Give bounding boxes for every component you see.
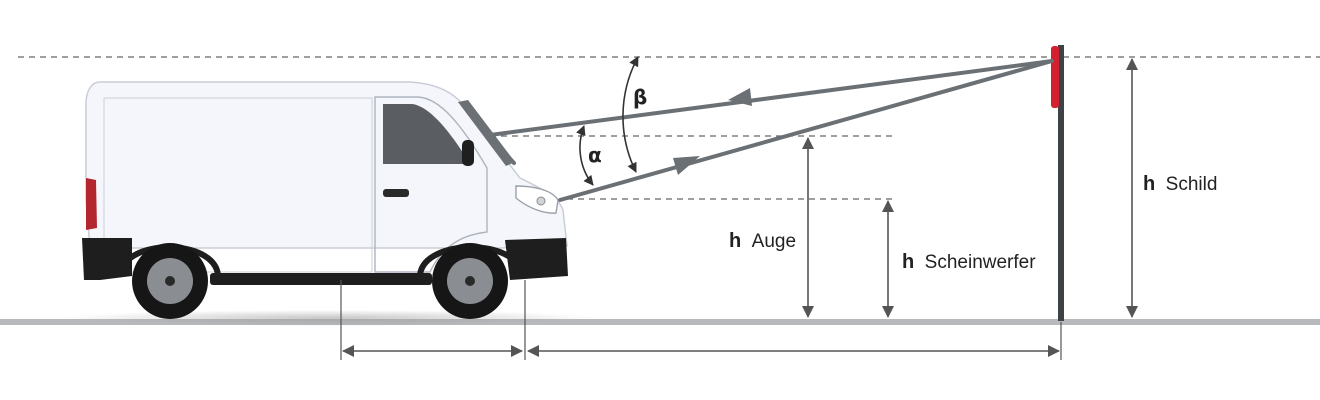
side-skirt [210, 273, 432, 285]
road-surface [0, 319, 1320, 325]
headlight-beam-ray [558, 59, 1054, 202]
traffic-sign [1051, 45, 1064, 321]
eye-height-label: h Auge [729, 230, 796, 252]
front-wheel [432, 243, 508, 319]
taillight [86, 178, 97, 230]
ray-direction-arrow-to-sign [673, 156, 700, 175]
van-cab-door [374, 96, 488, 273]
headlight-lamp [536, 196, 546, 206]
van-windshield [458, 100, 515, 166]
sight-rays [456, 59, 1054, 202]
sign-plate [1051, 46, 1059, 108]
sign-post [1058, 45, 1064, 321]
van-body [85, 81, 568, 249]
side-mirror [462, 140, 474, 166]
sign-height-symbol: h [1143, 173, 1155, 195]
beta-angle-arc [622, 56, 639, 173]
van-shadow [60, 310, 600, 326]
door-handle [383, 189, 409, 197]
van-door-window [383, 104, 470, 164]
headlight-height-label: h Scheinwerfer [902, 251, 1036, 273]
van [82, 81, 568, 319]
headlight-height-text: Scheinwerfer [925, 252, 1037, 273]
beta-label: β [633, 85, 647, 109]
ray-direction-arrow-to-eye [728, 88, 752, 106]
rear-wheel [132, 243, 208, 319]
eye-height-text: Auge [752, 231, 796, 252]
van-cargo-panel [103, 97, 373, 273]
rear-bumper [82, 238, 132, 280]
sign-height-text: Schild [1166, 174, 1218, 195]
sign-height-label: h Schild [1143, 173, 1217, 195]
headlight-height-symbol: h [902, 251, 914, 273]
alpha-label: α [588, 143, 602, 167]
alpha-angle-arc [576, 125, 594, 186]
eye-sight-ray [488, 59, 1054, 137]
eye-height-symbol: h [729, 230, 741, 252]
